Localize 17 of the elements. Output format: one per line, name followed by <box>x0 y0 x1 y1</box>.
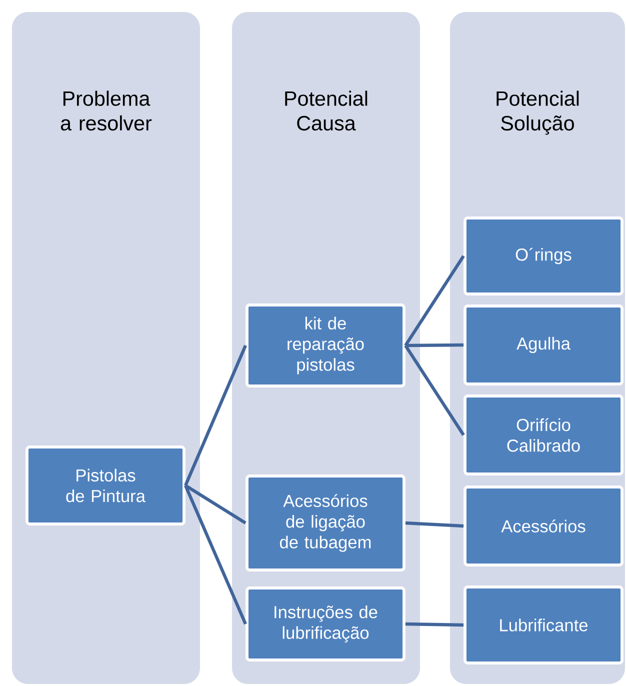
connector-line <box>184 484 247 625</box>
connector-line <box>405 622 464 627</box>
process-box: Agulha <box>464 304 624 386</box>
process-box: Pistolas de Pintura <box>26 446 186 526</box>
process-box: Acessórios de ligação de tubagem <box>246 474 406 572</box>
connector-line <box>405 521 464 528</box>
connector-line <box>404 255 465 346</box>
process-box: Acessórios <box>464 486 624 566</box>
connector-line <box>184 484 246 524</box>
process-box: kit de reparação pistolas <box>246 304 406 388</box>
process-box: Lubrificante <box>464 586 624 664</box>
connector-line <box>404 344 465 436</box>
connector-line <box>405 343 464 348</box>
process-box: O´rings <box>464 216 624 296</box>
process-box: Instruções de lubrificação <box>246 586 406 662</box>
connector-line <box>184 344 247 486</box>
process-box: Orifício Calibrado <box>464 394 624 476</box>
